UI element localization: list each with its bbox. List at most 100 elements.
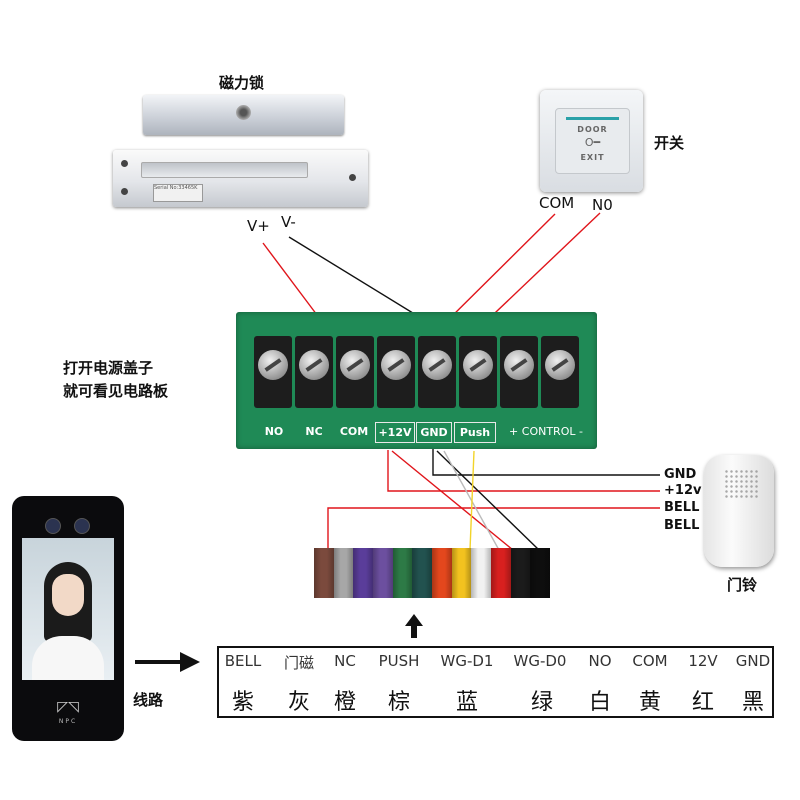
lock-magnet-face: [141, 162, 308, 178]
terminal-screw: [336, 336, 374, 408]
mount-hole-icon: [349, 174, 356, 181]
cable-push-wire: [469, 450, 475, 551]
wiring-table: BELL 门磁 NC PUSH WG-D1 WG-D0 NO COM 12V G…: [217, 646, 774, 718]
terminal-label-control: + CONTROL -: [509, 425, 583, 438]
screw-icon: [381, 350, 411, 380]
table-cell-color: 黑: [741, 690, 765, 715]
cable-strand: [314, 548, 334, 598]
cable-strand: [510, 548, 531, 598]
screw-hole-icon: [236, 105, 251, 120]
switch-title: 开关: [654, 134, 685, 152]
terminal-label-push: Push: [454, 422, 496, 443]
switch-door-text: DOOR: [577, 125, 608, 134]
device-screen: [22, 538, 114, 680]
cable-gnd-wire: [436, 450, 540, 551]
terminal-screw: [377, 336, 415, 408]
bell-wire-label-bell: BELL: [664, 500, 700, 515]
table-header: GND: [735, 652, 771, 670]
screw-icon: [258, 350, 288, 380]
board-note-line2: 就可看见电路板: [63, 382, 169, 400]
bell-wire-label-gnd: GND: [664, 467, 697, 482]
table-header: PUSH: [378, 652, 420, 670]
ribbon-cable: [314, 548, 551, 598]
mount-hole-icon: [121, 188, 128, 195]
brand-logo-icon: ◸◹: [57, 699, 79, 715]
lock-vminus-wire: [288, 236, 435, 327]
switch-indicator-bar: [566, 117, 619, 120]
lock-armature-plate: [143, 95, 344, 135]
table-cell-color: 紫: [231, 690, 255, 715]
table-header: BELL: [224, 652, 262, 670]
cable-strand: [491, 548, 511, 598]
face-recognition-terminal: ◸◹ NPC: [12, 496, 124, 741]
screw-icon: [299, 350, 329, 380]
exit-switch: DOOR O━ EXIT: [540, 90, 643, 192]
table-header: 门磁: [283, 654, 315, 672]
key-icon: O━: [584, 136, 601, 149]
cable-strand: [373, 548, 393, 598]
terminal-label-no: NO: [264, 425, 284, 438]
cable-strand: [392, 548, 413, 598]
lock-vminus-label: V-: [281, 213, 296, 231]
lock-label-plate: Serial No:33465K: [153, 184, 203, 202]
down-arrow: [405, 614, 423, 638]
magnetic-lock-title: 磁力锁: [219, 74, 265, 92]
terminal-screw: [418, 336, 456, 408]
table-cell-color: 橙: [333, 690, 357, 715]
magnetic-lock-body: Serial No:33465K: [113, 150, 368, 207]
speaker-grill-icon: [724, 469, 758, 499]
terminal-label-nc: NC: [305, 425, 323, 438]
cable-strand: [530, 548, 551, 598]
person-shirt: [32, 636, 104, 680]
cable-strand: [432, 548, 452, 598]
cable-strand: [471, 548, 492, 598]
bell-wire-1: [327, 507, 660, 550]
bell-wire-label-bell: BELL: [664, 518, 700, 533]
table-cell-color: 黄: [638, 690, 662, 715]
board-note-line1: 打开电源盖子: [63, 359, 154, 377]
brand-text: NPC: [58, 718, 78, 725]
switch-com-label: COM: [539, 194, 575, 212]
switch-exit-text: EXIT: [580, 153, 605, 162]
person-face: [52, 574, 84, 616]
table-cell-color: 棕: [387, 690, 411, 715]
table-header: COM: [632, 652, 668, 670]
screw-icon: [422, 350, 452, 380]
bell-12v-wire: [387, 450, 660, 492]
terminal-screw: [254, 336, 292, 408]
table-cell-color: 绿: [530, 690, 554, 715]
table-header: NC: [334, 652, 356, 670]
cable-strand: [412, 548, 433, 598]
switch-com-wire: [436, 213, 556, 332]
screw-icon: [340, 350, 370, 380]
switch-no-wire: [475, 212, 601, 332]
cable-strand: [333, 548, 354, 598]
table-cell-color: 红: [691, 690, 715, 715]
terminal-screw: [295, 336, 333, 408]
terminal-label-com: COM: [339, 425, 369, 438]
terminal-label-gnd: GND: [416, 422, 452, 443]
terminal-screw: [459, 336, 497, 408]
terminal-screw: [500, 336, 538, 408]
table-header: 12V: [688, 652, 718, 670]
bell-wire-label-12v: +12v: [664, 483, 702, 498]
screw-icon: [463, 350, 493, 380]
exit-switch-button: DOOR O━ EXIT: [555, 108, 630, 174]
terminal-screw: [541, 336, 579, 408]
doorbell: [704, 455, 774, 567]
doorbell-title: 门铃: [727, 576, 758, 594]
table-cell-color: 灰: [287, 690, 311, 715]
mount-hole-icon: [121, 160, 128, 167]
screw-icon: [504, 350, 534, 380]
cable-strand: [353, 548, 374, 598]
table-header: WG-D1: [440, 652, 494, 670]
table-header: NO: [588, 652, 612, 670]
cable-12v-wire: [391, 450, 514, 551]
wiring-title: 线路: [133, 691, 164, 709]
table-header: WG-D0: [513, 652, 567, 670]
screw-icon: [545, 350, 575, 380]
camera-icon: [74, 518, 90, 534]
bell-gnd-wire: [432, 449, 660, 476]
camera-icon: [45, 518, 61, 534]
